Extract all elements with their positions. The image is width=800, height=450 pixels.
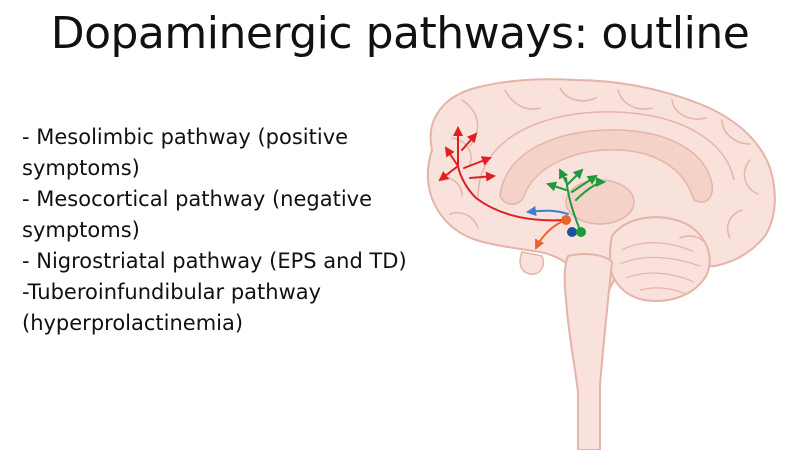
substantia-nigra-dot: [576, 227, 586, 237]
pituitary: [519, 251, 544, 275]
brainstem: [563, 253, 614, 450]
bullet-mesocortical: - Mesocortical pathway (negative symptom…: [22, 187, 373, 242]
cerebellum-folia: [619, 242, 701, 295]
brain-illustration: [426, 78, 776, 450]
bullet-nigrostriatal: - Nigrostriatal pathway (EPS and TD): [22, 249, 407, 273]
cingulate-sulcus: [477, 111, 735, 201]
bullet-list: - Mesolimbic pathway (positive symptoms)…: [22, 122, 412, 339]
hypothalamus-dot: [567, 227, 577, 237]
bullet-mesolimbic: - Mesolimbic pathway (positive symptoms): [22, 125, 349, 180]
slide-title: Dopaminergic pathways: outline: [50, 8, 750, 59]
nigrostriatal-pathway: [546, 168, 606, 231]
tuberoinfundibular-pathway: [526, 206, 569, 216]
mesocortical-pathway: [438, 126, 566, 222]
ventral-tegmental-area-dot: [561, 215, 571, 225]
corpus-callosum: [499, 129, 714, 205]
bullet-tuberoinfundibular: -Tuberoinfundibular pathway (hyperprolac…: [22, 280, 322, 335]
